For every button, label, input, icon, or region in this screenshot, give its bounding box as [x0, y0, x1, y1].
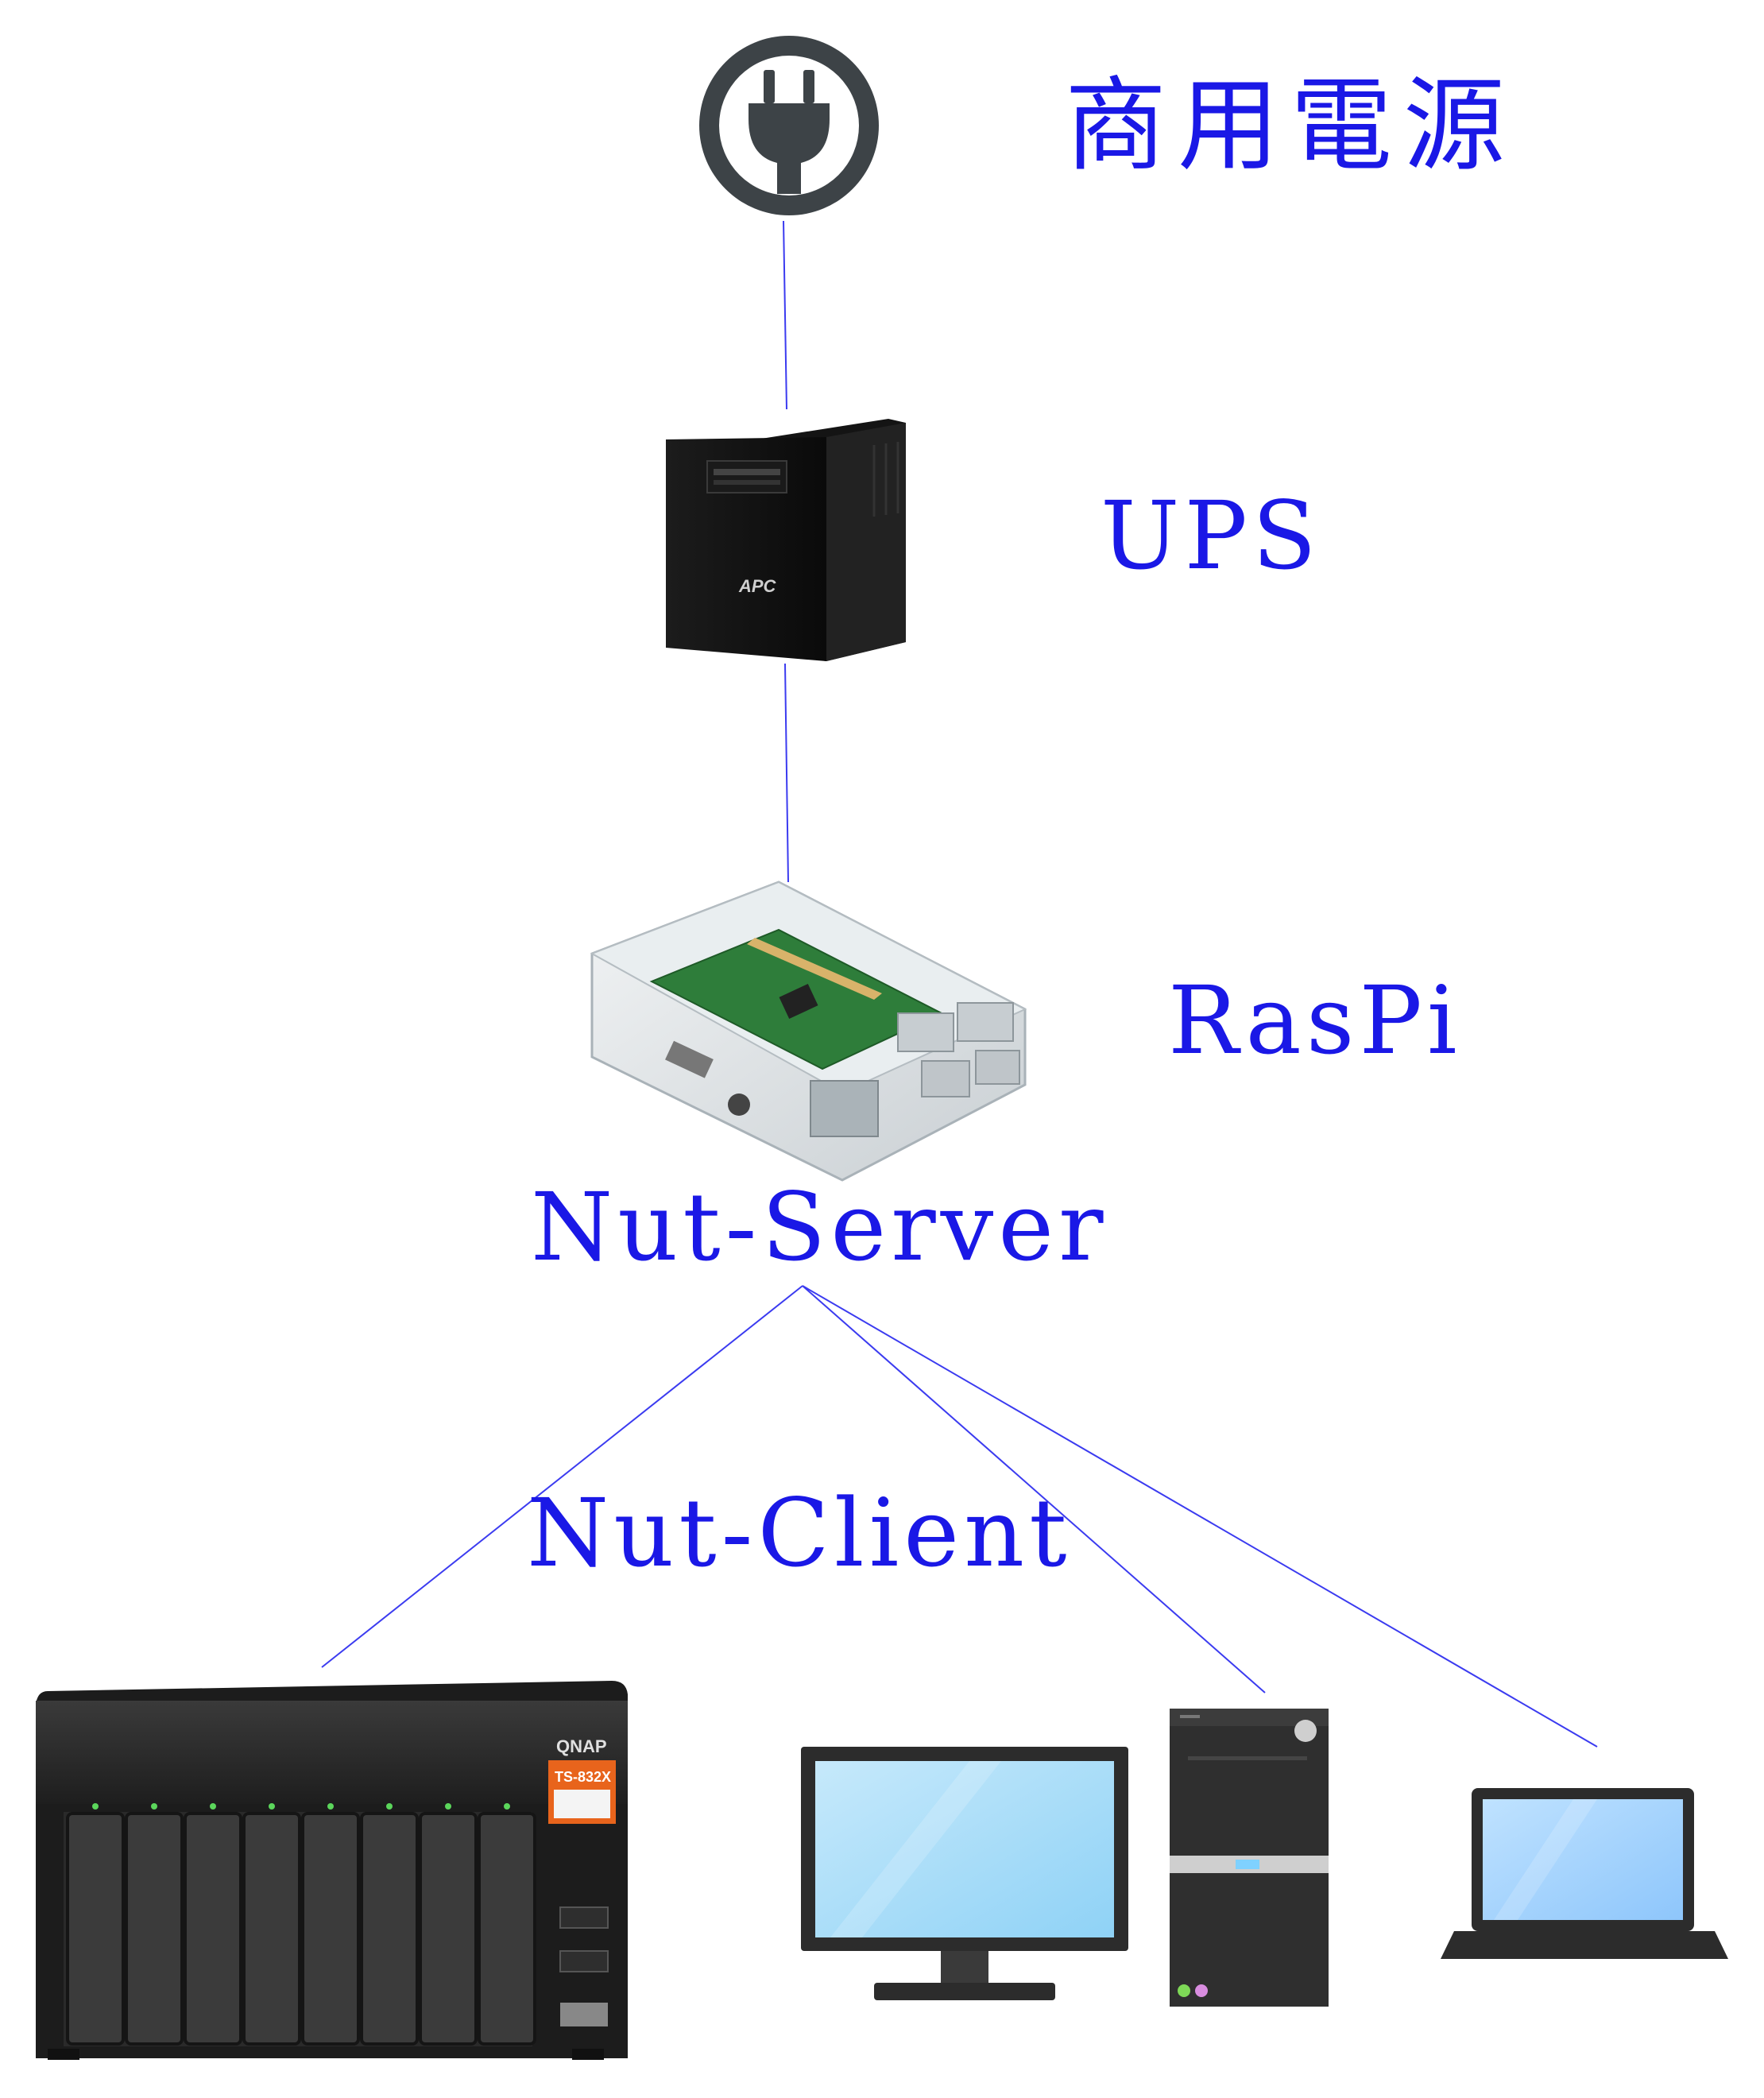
edge-server-nas [321, 1285, 803, 1668]
power-plug-icon [699, 36, 879, 215]
connection-lines [321, 220, 1598, 1748]
edge-power-ups [783, 220, 787, 410]
ups-label: UPS [1101, 481, 1321, 590]
edge-server-laptop [802, 1285, 1598, 1748]
nas-drive-bays [66, 1812, 536, 2046]
edge-server-desktop [802, 1285, 1266, 1693]
nut-server-label: Nut-Server [531, 1172, 1108, 1282]
laptop-icon [1441, 1788, 1728, 1959]
power-source-label: 商用電源 [1065, 67, 1517, 185]
desktop-computer-icon [801, 1709, 1329, 2007]
ups-brand-text: APC [738, 576, 777, 596]
raspberry-pi-case-icon [590, 881, 1027, 1182]
nas-model-text: TS-832X [555, 1769, 611, 1785]
nas-brand-text: QNAP [556, 1736, 607, 1756]
raspi-label: RasPi [1168, 966, 1462, 1075]
nut-client-label: Nut-Client [527, 1478, 1072, 1588]
ups-device-icon: APC [666, 419, 906, 661]
edge-ups-raspi [784, 663, 789, 883]
nas-device-icon: QNAP TS-832X [36, 1681, 628, 2060]
